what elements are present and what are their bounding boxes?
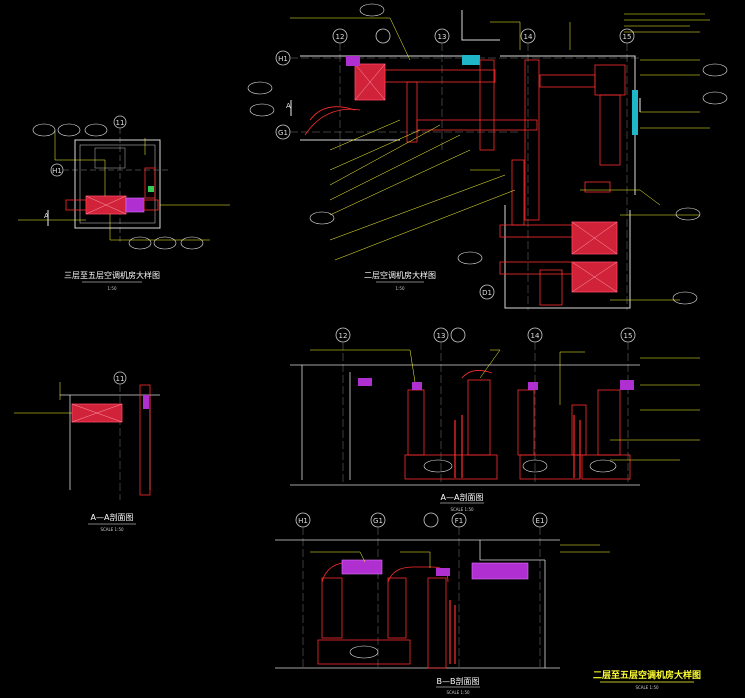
equipment-base (317, 639, 411, 665)
duct-segment (143, 199, 159, 211)
ahu-mark (71, 403, 123, 423)
grid-lines (342, 342, 629, 485)
grid-tag-d1: D1 (482, 289, 492, 297)
grid-tag-e1: E1 (536, 517, 545, 525)
grid-tag-g1: G1 (373, 517, 383, 525)
leader-bundle (290, 17, 710, 301)
grid-tag-12: 12 (339, 332, 348, 340)
fill-green (148, 186, 154, 192)
view-plan-34: 11 H1 A 三层至五层空调机房大样图 1:50 (18, 115, 230, 291)
grid-tag-h1: H1 (298, 517, 308, 525)
duct-riser (144, 167, 156, 199)
grid-tag-11: 11 (116, 119, 125, 127)
view-section-bb: H1 G1 F1 E1 B—B剖面图 (275, 512, 610, 695)
sheet-title-block: 二层至五层空调机房大样图 SCALE 1:50 (593, 669, 701, 690)
view-scale: 1:50 (108, 286, 117, 291)
grid-lines (302, 527, 541, 670)
equipment-base (404, 454, 498, 480)
equipment-box (94, 147, 126, 169)
fill-magenta (412, 382, 422, 390)
view-scale: SCALE 1:50 (450, 507, 474, 512)
tag-clouds (423, 459, 617, 473)
tag-cloud-group (32, 123, 204, 250)
view-section-aa: 12 13 14 15 (290, 327, 700, 512)
shaft-cyan (462, 55, 480, 65)
duct-network (304, 59, 626, 306)
grid-tag-g1: G1 (278, 129, 288, 137)
grid-tag-15: 15 (623, 33, 632, 41)
view-scale: SCALE 1:50 (446, 690, 470, 695)
fill-magenta (471, 562, 529, 580)
pipe-reds (449, 600, 456, 664)
grid-tag-h1: H1 (278, 55, 288, 63)
view-title: 三层至五层空调机房大样图 (64, 270, 160, 280)
sheet-scale: SCALE 1:50 (635, 685, 659, 690)
notes-lines (624, 13, 710, 33)
section-mark-a: A (286, 102, 291, 110)
view-title: A—A剖面图 (441, 492, 484, 502)
grid-tag-13: 13 (438, 33, 447, 41)
fill-magenta (341, 559, 383, 575)
fill-magenta (358, 378, 372, 386)
ahu-fan (125, 197, 145, 213)
tag-cloud (349, 645, 379, 659)
leader-lines (310, 544, 610, 568)
grid-tag-13: 13 (437, 332, 446, 340)
ahu-mark (354, 63, 386, 101)
grid-lines (290, 43, 640, 310)
leader-line (109, 214, 210, 241)
ahu-mark (571, 261, 618, 293)
pipe-reds (454, 415, 581, 478)
view-title: A—A剖面图 (91, 512, 134, 522)
view-scale: SCALE 1:50 (100, 527, 124, 532)
structure-lines (290, 364, 640, 486)
sheet-title: 二层至五层空调机房大样图 (593, 669, 701, 681)
view-title: 二层空调机房大样图 (364, 270, 436, 280)
grid-tag-12: 12 (336, 33, 345, 41)
leader-line (54, 130, 106, 196)
shaft-cyan (632, 90, 638, 135)
grid-tag-11: 11 (116, 375, 125, 383)
tag-clouds (247, 3, 728, 305)
view-section-aa-small: 11 A—A剖面图 SCALE 1:50 (14, 371, 160, 532)
view-title: B—B剖面图 (437, 676, 480, 686)
grid-tag-15: 15 (624, 332, 633, 340)
fill-magenta (620, 380, 634, 390)
fill-magenta (436, 568, 450, 576)
duct-risers (407, 370, 621, 456)
duct-segment (65, 199, 87, 211)
ahu-mark (85, 195, 127, 215)
grid-tag-14: 14 (524, 33, 533, 41)
room-walls (300, 10, 636, 309)
room-wall (74, 139, 161, 229)
fill-magenta (528, 382, 538, 390)
grid-tag-h1: H1 (52, 167, 62, 175)
leader-lines (310, 349, 700, 461)
duct-riser (139, 384, 151, 496)
fill-magenta (143, 395, 149, 409)
grid-tag-f1: F1 (455, 517, 463, 525)
section-mark-a: A (44, 212, 49, 220)
ahu-fan (346, 56, 360, 66)
grid-tag-14: 14 (531, 332, 540, 340)
view-plan-2: 12 13 14 15 H1 G1 D1 (247, 3, 728, 310)
view-scale: 1:50 (396, 286, 405, 291)
ahu-mark (571, 221, 618, 255)
structure-lines (275, 539, 560, 669)
